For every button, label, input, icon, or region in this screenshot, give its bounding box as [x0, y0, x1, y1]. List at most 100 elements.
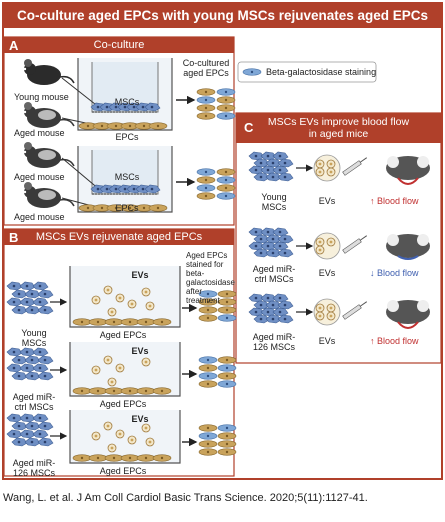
panel-c-box	[235, 112, 442, 364]
b-young-mscs-label: Young MSCs	[14, 328, 54, 348]
result-epc	[216, 104, 236, 112]
epcs-label-1: EPCs	[115, 132, 139, 142]
aged-ctrl-msc	[32, 363, 49, 373]
result-epc	[217, 372, 237, 380]
aged-ctrl-msc	[37, 355, 54, 365]
panel-c-heading-2: in aged mice	[308, 128, 369, 140]
aged-mouse-image-3	[23, 181, 75, 209]
dish-epc	[120, 454, 140, 462]
b-mir126-mscs-line-2: 126 MSCs	[12, 468, 56, 478]
c-young-mscs-line-1: Young	[261, 192, 287, 202]
c-ctrl-mscs-label: Aged miR- ctrl MSCs	[248, 264, 300, 284]
blood-flow-text-3: Blood flow	[377, 336, 419, 346]
result-epc	[196, 192, 216, 200]
c-mir126-msc	[272, 307, 289, 317]
ev-vesicle	[115, 429, 125, 439]
blood-flow-text-2: Blood flow	[377, 268, 419, 278]
result-epc	[198, 364, 218, 372]
stained-line-3: galactosidase	[186, 278, 235, 287]
b-young-mscs-line-2: MSCs	[21, 338, 47, 348]
panel-b-heading: MSCs EVs rejuvenate aged EPCs	[35, 231, 203, 243]
stained-line-4: after treatment	[186, 287, 220, 305]
result-epc	[198, 356, 218, 364]
panel-a-letter: A	[9, 38, 19, 53]
result-epc	[198, 424, 218, 432]
b-young-mscs-line-1: Young	[21, 328, 47, 338]
result-epc	[216, 112, 236, 120]
b-mir126-mscs-label: Aged miR- 126 MSCs	[10, 458, 58, 478]
dish-epc	[104, 454, 124, 462]
cocultured-line-1: Co-cultured	[182, 58, 230, 68]
result-epc	[217, 380, 237, 388]
aged-mouse-image-1	[23, 101, 75, 129]
result-epc	[216, 168, 236, 176]
result-epc	[217, 432, 237, 440]
result-epc	[198, 448, 218, 456]
aged-mir126-msc	[32, 429, 49, 439]
panel-c-letter: C	[244, 120, 254, 135]
c-ev-vesicle	[315, 159, 325, 169]
dish-epc	[136, 387, 156, 395]
c-evs-label-2: EVs	[318, 268, 336, 278]
mscs-label-1: MSCs	[114, 97, 140, 107]
b-evs-label-1: EVs	[131, 270, 149, 280]
aged-mouse-image-2	[23, 141, 75, 169]
stained-line-1: Aged EPCs	[186, 251, 228, 260]
ev-vesicle	[141, 357, 151, 367]
cocultured-label: Co-cultured aged EPCs	[176, 58, 236, 78]
blood-flow-text-1: Blood flow	[377, 196, 419, 206]
blood-flow-label-2: ↓ Blood flow	[370, 268, 419, 278]
c-mir126-msc	[277, 314, 294, 324]
c-young-mscs-line-2: MSCs	[261, 202, 287, 212]
c-ev-vesicle	[326, 167, 336, 177]
epcs-label-2: EPCs	[115, 203, 139, 213]
c-ctrl-msc	[277, 248, 294, 258]
panel-a-header: Co-culture	[4, 37, 234, 53]
result-epc	[196, 184, 216, 192]
aged-ctrl-msc	[32, 347, 49, 357]
c-young-msc	[272, 151, 289, 161]
panel-b-letter: B	[9, 230, 19, 245]
result-epc	[216, 88, 236, 96]
dish-epc	[152, 318, 172, 326]
panel-c-header: MSCs EVs improve blood flow in aged mice	[236, 113, 441, 143]
dish-epc	[152, 454, 172, 462]
panel-a-box	[3, 36, 235, 226]
ev-vesicle	[127, 299, 137, 309]
dish-epc	[104, 318, 124, 326]
aged-mir126-msc	[37, 437, 54, 447]
result-epc	[217, 314, 237, 322]
stained-label: Aged EPCs stained for beta- galactosidas…	[186, 251, 235, 305]
figure-title: Co-culture aged EPCs with young MSCs rej…	[2, 2, 443, 28]
syringe-3	[342, 301, 368, 320]
mscs-label-2: MSCs	[114, 172, 140, 182]
dish-b-3	[69, 410, 181, 464]
panel-b-header: MSCs EVs rejuvenate aged EPCs	[4, 229, 234, 245]
panel-b-box	[3, 228, 235, 477]
citation: Wang, L. et al. J Am Coll Cardiol Basic …	[3, 492, 368, 504]
b-ctrl-mscs-line-1: Aged miR-	[12, 392, 56, 402]
c-ev-vesicle	[326, 159, 336, 169]
aged-mir126-msc	[32, 413, 49, 423]
ev-vesicle	[115, 363, 125, 373]
ev-vesicle	[103, 355, 113, 365]
aged-mouse-label-3: Aged mouse	[14, 212, 65, 222]
c-ev-vesicle	[326, 303, 336, 313]
b-aged-epcs-label-2: Aged EPCs	[99, 399, 147, 409]
c-mir126-mscs-line-2: 126 MSCs	[252, 342, 296, 352]
dish-epc	[88, 454, 108, 462]
ev-vesicle	[91, 431, 101, 441]
c-mir126-msc	[277, 300, 294, 310]
dish-epc	[88, 318, 108, 326]
dish-b-2	[69, 342, 181, 397]
dish-epc	[72, 318, 92, 326]
result-epc	[217, 356, 237, 364]
result-epc	[217, 440, 237, 448]
c-ctrl-msc	[272, 227, 289, 237]
ev-vesicle	[107, 307, 117, 317]
young-msc	[32, 297, 49, 307]
ev-vesicle	[103, 285, 113, 295]
result-epc	[217, 364, 237, 372]
dish-epc	[72, 454, 92, 462]
